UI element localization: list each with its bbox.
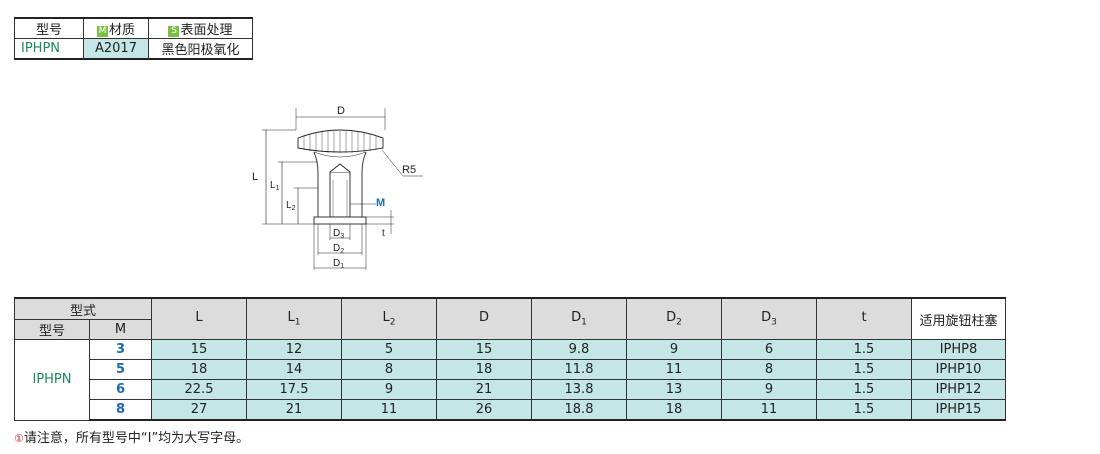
col-header-D: D [436,297,532,340]
value-cell: 11 [626,359,722,380]
col-header-knob: 适用旋钮柱塞 [911,297,1006,340]
value-cell: 12 [246,339,342,360]
note-text: 请注意，所有型号中“I”均为大写字母。 [23,431,250,446]
dim-t: t [382,228,385,239]
value-cell: 6 [721,339,817,360]
dim-L2: L2 [286,200,296,212]
value-cell: 22.5 [151,379,247,400]
m-cell: 3 [89,339,152,360]
spec-material-value: A2017 [83,38,149,60]
value-cell: 18.8 [531,399,627,421]
value-cell: 1.5 [816,399,912,421]
value-cell: 8 [721,359,817,380]
dim-D2: D2 [333,243,344,255]
value-cell: 27 [151,399,247,421]
value-cell: 18 [436,359,532,380]
value-cell: 18 [626,399,722,421]
dim-D: D [337,105,345,117]
value-cell: 14 [246,359,342,380]
value-cell: 9 [626,339,722,360]
value-cell: 26 [436,399,532,421]
spec-header-model: 型号 [14,17,84,39]
col-header-D1: D1 [531,297,627,340]
dim-R5: R5 [402,164,416,176]
m-cell: 6 [89,379,152,400]
col-header-L1: L1 [246,297,342,340]
col-header-t: t [816,297,912,340]
model-header: 型号 [14,319,90,340]
dim-D3: D3 [333,228,344,240]
knob-cell: IPHP10 [911,359,1006,380]
m-cell: 5 [89,359,152,380]
dim-L1: L1 [270,180,280,192]
col-header-D2: D2 [626,297,722,340]
dim-L: L [252,171,258,183]
value-cell: 18 [151,359,247,380]
value-cell: 13.8 [531,379,627,400]
dim-M: M [376,197,385,209]
value-cell: 9 [721,379,817,400]
value-cell: 1.5 [816,359,912,380]
value-cell: 17.5 [246,379,342,400]
value-cell: 21 [436,379,532,400]
value-cell: 5 [341,339,437,360]
value-cell: 1.5 [816,339,912,360]
surface-badge-icon: S [168,26,180,37]
col-header-D3: D3 [721,297,817,340]
col-header-L: L [151,297,247,340]
dim-D1: D1 [333,258,344,270]
value-cell: 8 [341,359,437,380]
value-cell: 15 [151,339,247,360]
m-cell: 8 [89,399,152,421]
m-header: M [89,319,152,340]
note-mark-icon: ① [14,432,24,445]
spec-surface-value: 黑色阳极氧化 [148,38,253,60]
value-cell: 9 [341,379,437,400]
material-badge-icon: M [96,26,108,37]
footnote: ①请注意，所有型号中“I”均为大写字母。 [14,427,249,446]
value-cell: 15 [436,339,532,360]
group-header: 型式 [14,297,152,320]
value-cell: 13 [626,379,722,400]
col-header-L2: L2 [341,297,437,340]
value-cell: 11 [721,399,817,421]
knob-cell: IPHP15 [911,399,1006,421]
technical-drawing: D L L1 L2 R5 M t D3 D2 D [252,105,423,270]
value-cell: 9.8 [531,339,627,360]
spec-model-value: IPHPN [14,38,84,60]
knob-cell: IPHP8 [911,339,1006,360]
model-cell: IPHPN [14,339,90,421]
knob-cell: IPHP12 [911,379,1006,400]
dimension-table: 型式 L L1 L2 D D1 D2 D3 t 适用旋钮柱塞 型号 M IPHP… [14,297,1006,421]
value-cell: 11 [341,399,437,421]
value-cell: 1.5 [816,379,912,400]
value-cell: 11.8 [531,359,627,380]
value-cell: 21 [246,399,342,421]
